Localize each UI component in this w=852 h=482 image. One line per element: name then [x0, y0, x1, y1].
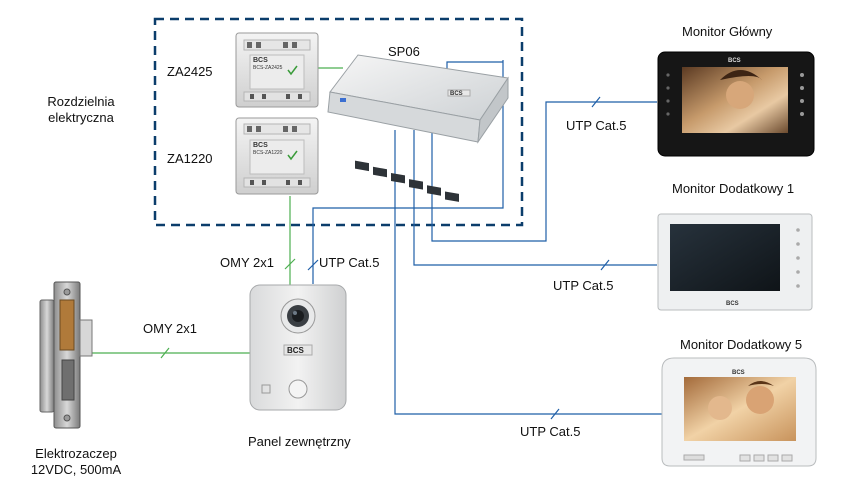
monitor-1-device: BCS	[657, 213, 813, 311]
za2425-model: BCS-ZA2425	[253, 65, 283, 71]
za1220-brand: BCS	[253, 142, 268, 149]
panel-label: Panel zewnętrzny	[248, 434, 351, 449]
main-monitor-label: Monitor Główny	[682, 24, 773, 39]
wire-panel-utp	[312, 60, 504, 284]
cabinet-label: Rozdzielnia elektryczna	[26, 94, 136, 126]
sp06-switch: BCS	[327, 54, 509, 202]
cabinet-label-line2: elektryczna	[48, 110, 114, 125]
panel-utp-cable-label: UTP Cat.5	[319, 255, 380, 270]
wire-main-monitor	[431, 101, 657, 242]
wire-monitor-5	[394, 130, 664, 415]
outdoor-panel-device: BCS	[249, 284, 347, 411]
power-wires	[92, 67, 343, 359]
monitor-1-label: Monitor Dodatkowy 1	[672, 181, 795, 196]
za2425-label: ZA2425	[167, 64, 213, 79]
panel-power-cable-label: OMY 2x1	[220, 255, 274, 270]
za2425-module: BCS BCS-ZA2425	[235, 32, 319, 108]
main-monitor-cable-label: UTP Cat.5	[566, 118, 627, 133]
monitor-5-cable-label: UTP Cat.5	[520, 424, 581, 439]
lock-label: Elektrozaczep 12VDC, 500mA	[14, 446, 138, 478]
main-monitor-device: BCS	[657, 51, 815, 157]
za1220-label: ZA1220	[167, 151, 213, 166]
lock-label-line1: Elektrozaczep	[35, 446, 117, 461]
monitor-5-brand: BCS	[732, 370, 745, 376]
monitor-1-brand: BCS	[726, 301, 739, 307]
lock-cable-label: OMY 2x1	[143, 321, 197, 336]
za2425-brand: BCS	[253, 57, 268, 64]
sp06-label: SP06	[388, 44, 420, 59]
za1220-model: BCS-ZA1220	[253, 150, 283, 156]
monitor-1-cable-label: UTP Cat.5	[553, 278, 614, 293]
electrical-cabinet-border	[153, 17, 524, 227]
monitor-5-label: Monitor Dodatkowy 5	[680, 337, 803, 352]
za1220-module: BCS BCS-ZA1220	[235, 117, 319, 195]
monitor-5-device: BCS	[661, 357, 817, 467]
cabinet-label-line1: Rozdzielnia	[47, 94, 115, 109]
electric-strike-device	[39, 281, 93, 429]
sp06-brand: BCS	[450, 91, 463, 97]
main-monitor-brand: BCS	[728, 58, 741, 64]
lock-label-line2: 12VDC, 500mA	[30, 462, 122, 477]
wire-monitor-1	[413, 130, 657, 266]
panel-brand: BCS	[287, 346, 305, 355]
